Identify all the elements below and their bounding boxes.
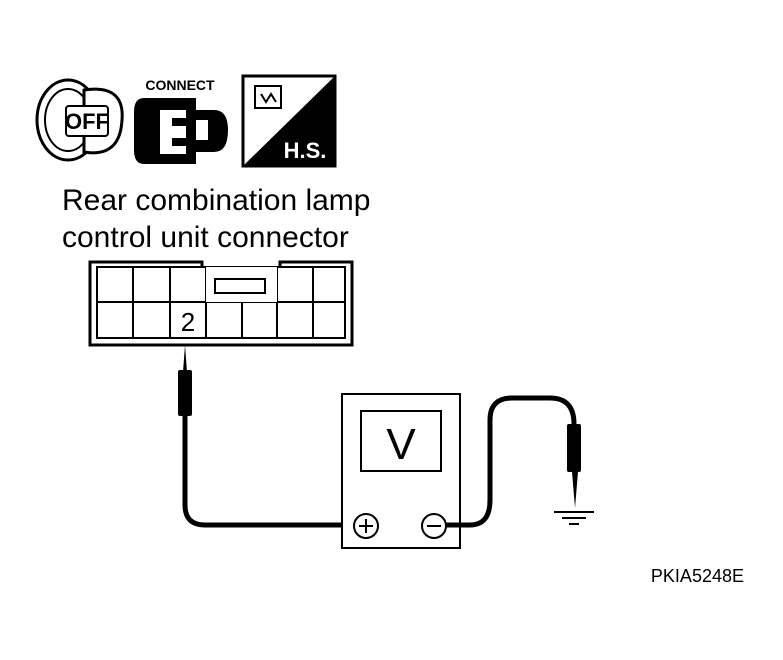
ignition-off-icon: OFF	[35, 78, 124, 162]
connect-icon: CONNECT	[134, 77, 228, 164]
voltmeter-display-letter: V	[386, 420, 416, 469]
connect-text: CONNECT	[145, 77, 215, 93]
positive-test-probe	[178, 345, 352, 528]
connector-label-line1: Rear combination lamp	[62, 184, 370, 217]
negative-test-probe	[446, 395, 581, 528]
ignition-off-text: OFF	[65, 109, 109, 134]
figure-code: PKIA5248E	[651, 566, 744, 586]
hs-text: H.S.	[284, 138, 327, 163]
harness-side-icon: H.S.	[241, 74, 337, 168]
connector-pin-label: 2	[181, 307, 195, 337]
ground-symbol	[554, 511, 594, 525]
voltmeter: V	[341, 393, 461, 549]
connector-label-line2: control unit connector	[62, 221, 349, 254]
connector-housing: 2	[88, 260, 354, 347]
